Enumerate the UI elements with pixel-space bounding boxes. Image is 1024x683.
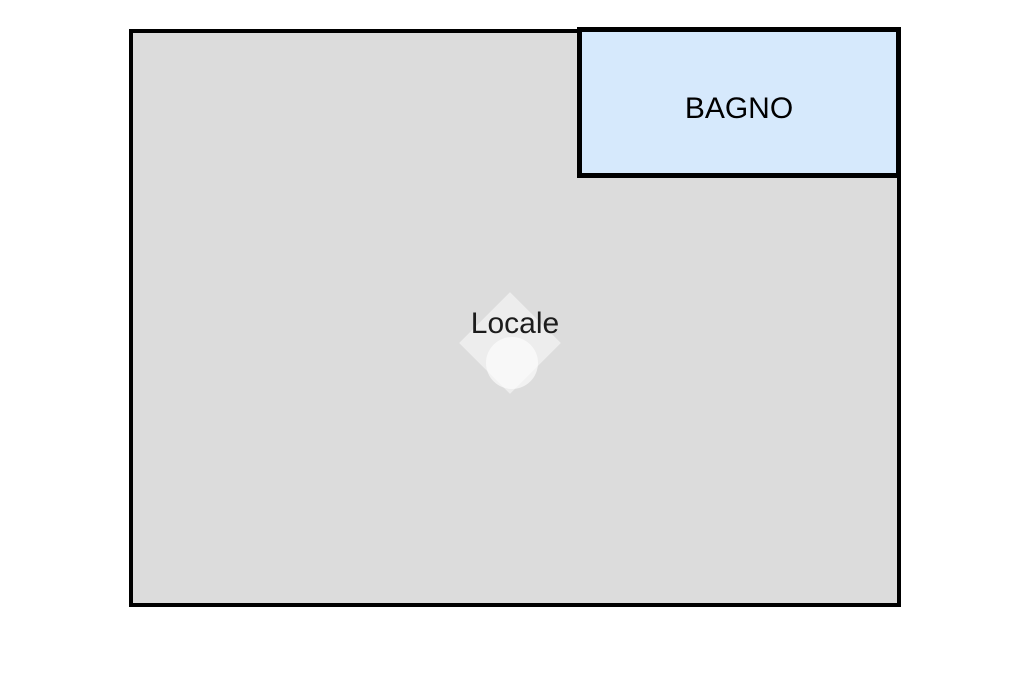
- watermark-circle-icon: [486, 337, 538, 389]
- room-bagno: [577, 27, 901, 178]
